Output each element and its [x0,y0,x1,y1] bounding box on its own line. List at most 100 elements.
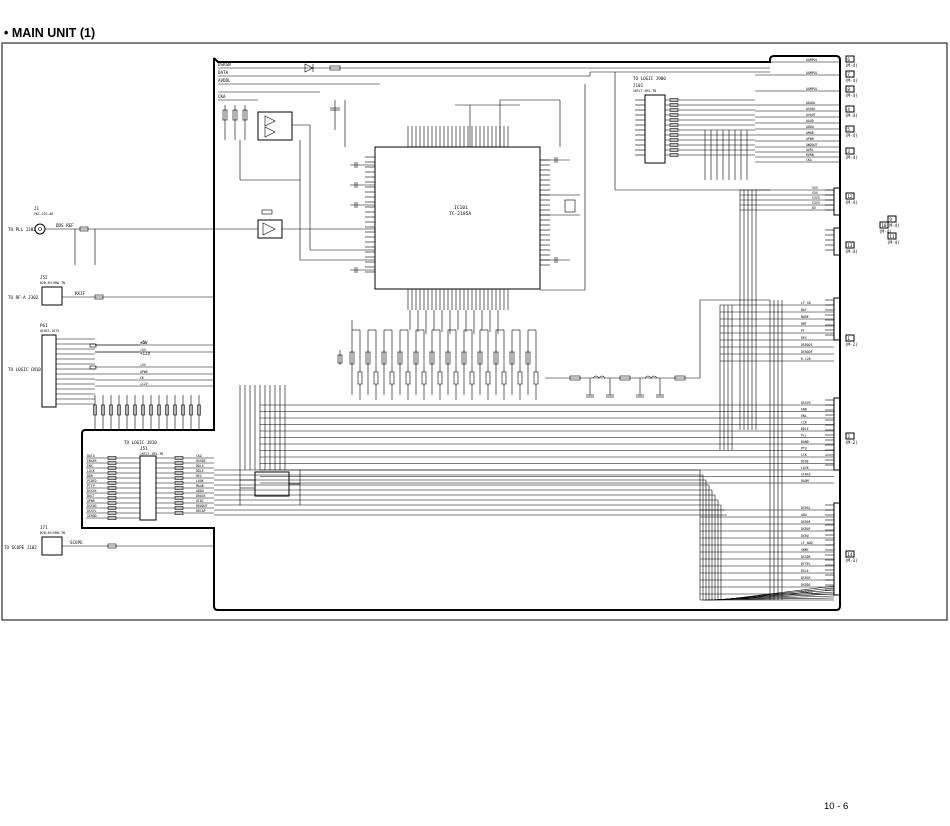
right-group3-nets: DSRSLADUDSROFDSROFDSRULF_ADDSNMCDSSDEDTS… [700,300,834,600]
ref-tags: 6(M-4)7(M-4)8(M-4)4(M-4)5(M-4)3(M-4)12(M… [845,55,900,563]
j71-text: TO SCOPE J102 [4,545,37,550]
net-label: CK [140,376,144,380]
net-label: DSROOF [801,343,813,347]
right-connector-blocks [825,187,841,596]
net-label: LOOK [196,479,204,483]
ref-tag-sheet: (M-2) [845,342,858,347]
resistor [101,404,105,416]
ref-tag-sheet: (M-4) [845,133,858,138]
resistor [501,371,507,385]
connector-block [833,397,841,471]
ref-tag-number: 2 [847,434,850,439]
resistor [669,103,679,107]
resistor [197,404,201,416]
resistor [669,113,679,117]
net-label: S3V3 [812,201,820,205]
resistor [174,496,184,500]
net-label: DATA [87,454,95,458]
net-label: DDR [87,474,93,478]
net-label: LF_CN [801,301,811,305]
resistor [107,496,117,500]
net-label: BOCT [87,494,95,498]
net-label: DSSCK [87,489,97,493]
opamp-ic152 [230,209,375,239]
resistor [373,371,379,385]
resistor [381,351,387,365]
ref-tag-sheet: (M-4) [845,63,858,68]
bottom-connector-text: TO LOGIC J810 [124,440,157,445]
net-label: DSROF [801,520,811,524]
page-number: 10 - 6 [824,801,849,812]
net-label: AAMPOL [806,58,818,62]
net-label: AWDOUT [806,143,818,147]
ref-tag-number: 12 [847,194,853,199]
j52-text: TO RF-A J302 [8,295,39,300]
resistor [669,98,679,102]
ref-tag-box [845,125,855,133]
top-connector-part: 20FLT-SM1-TB [633,89,656,93]
net-label: DSSOG [87,504,97,508]
resistor [669,118,679,122]
resistor [173,404,177,416]
net-label: PTO [801,447,807,451]
resistor [107,481,117,485]
net-label: BAND [801,440,809,444]
resistor [149,404,153,416]
resistor [107,466,117,470]
ref-tag-sheet: (M-4) [887,223,900,228]
ref-tag-number: 4 [847,107,850,112]
resistor [669,128,679,132]
resistor [174,506,184,510]
resistor [107,486,117,490]
resistor [509,351,515,365]
net-label: ENB [801,408,807,412]
net-label: S3V3 [812,196,820,200]
opamp-cluster [218,99,375,261]
net-label: 8V [812,206,816,210]
net-label: ADU [801,513,807,517]
ref-tag-sheet: (M-4) [845,113,858,118]
net-label: AAMPOL [806,87,818,91]
ref-tag-number: 1 [847,336,850,341]
top-connector-ref: J101 [633,83,644,88]
net-label: +5V [140,348,146,352]
resistor [669,133,679,137]
resistor [469,371,475,385]
resistor [669,143,679,147]
ref-tag-box [887,215,897,223]
main-ic: IC101 TC-2185A [365,126,550,310]
net-label: DES [196,474,202,478]
connector-j1: J1 YKC-21E-A6 TO PLL J302 DDS REF [8,206,230,265]
net-label: DSROF [801,527,811,531]
net-label: DDLE [196,469,204,473]
net-label: DSRU [801,534,809,538]
ref-tag-box [845,192,855,200]
j52-ref: J52 [40,275,48,280]
net-label: ADDU [806,125,814,129]
bottom-connector-ref: J51 [140,446,148,451]
resistor [669,108,679,112]
resistor [107,506,117,510]
net-label: DSLE [801,569,809,573]
ref-tag-number: 13 [847,243,853,248]
resistor [669,148,679,152]
ref-tag-sheet: (M-4) [845,155,858,160]
resistor [181,404,185,416]
net-label: DSSCR [801,401,811,405]
j1-text: TO PLL J302 [8,227,36,232]
net-label: DSRCK [801,576,811,580]
ref-tag-number: 6 [847,57,850,62]
resistor [461,351,467,365]
net-label: ENS [87,464,93,468]
resistor [669,123,679,127]
resistor [357,371,363,385]
ref-tag-number: 7 [847,72,850,77]
bottom-connector-part: 20FLT-SM1-TB [140,452,163,456]
net-label: PCBYD [87,479,97,483]
net-label: AURL [806,148,814,152]
ref-tag-sheet: (M-4) [845,200,858,205]
j51-left-nets: DATAENSERENSLOCKDDRPCBYDPTIPDSSCKBOCTAPW… [86,454,140,520]
ref-tag-box [845,147,855,155]
net-label: PTIP [87,484,95,488]
